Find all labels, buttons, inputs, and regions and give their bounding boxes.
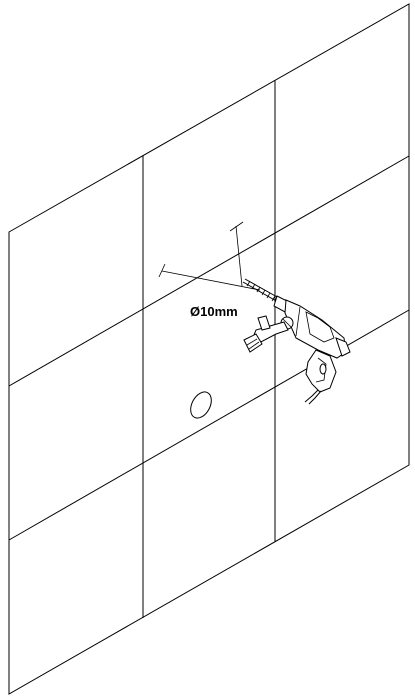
tile-joint-horizontal-2 xyxy=(8,309,410,541)
drilled-hole xyxy=(190,391,212,419)
tile-joint-horizontal-1 xyxy=(8,155,410,387)
drill-bit xyxy=(242,278,280,303)
hammer-drill xyxy=(243,295,351,405)
marking-lines xyxy=(158,221,261,291)
drill-bit-size-label: Ø10mm xyxy=(190,304,238,319)
